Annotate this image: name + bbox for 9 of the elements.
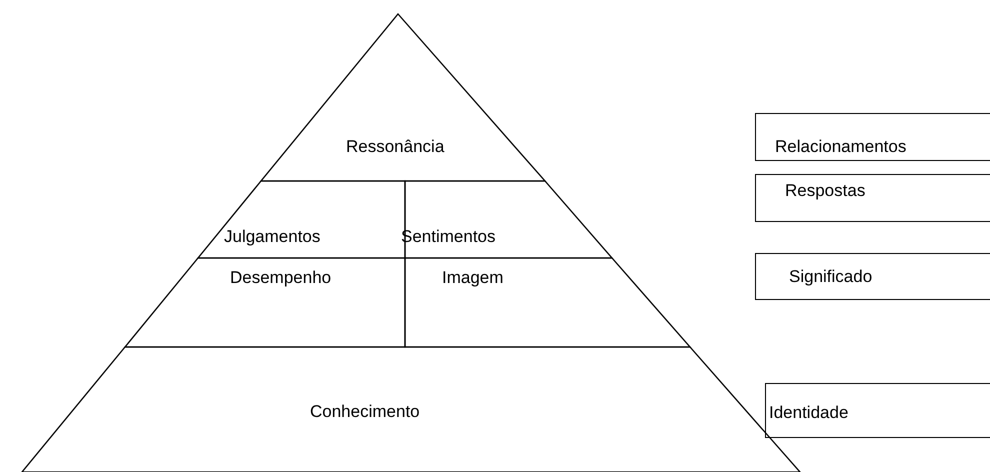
tier-label: Julgamentos [224,227,320,247]
tier-label: Ressonância [346,137,444,157]
level-label: Relacionamentos [775,137,906,157]
tier-label: Conhecimento [310,402,420,422]
tier-label: Imagem [442,268,504,288]
level-label: Identidade [769,403,848,423]
level-label: Significado [789,267,872,287]
level-label: Respostas [785,181,866,201]
tier-label: Desempenho [230,268,332,288]
